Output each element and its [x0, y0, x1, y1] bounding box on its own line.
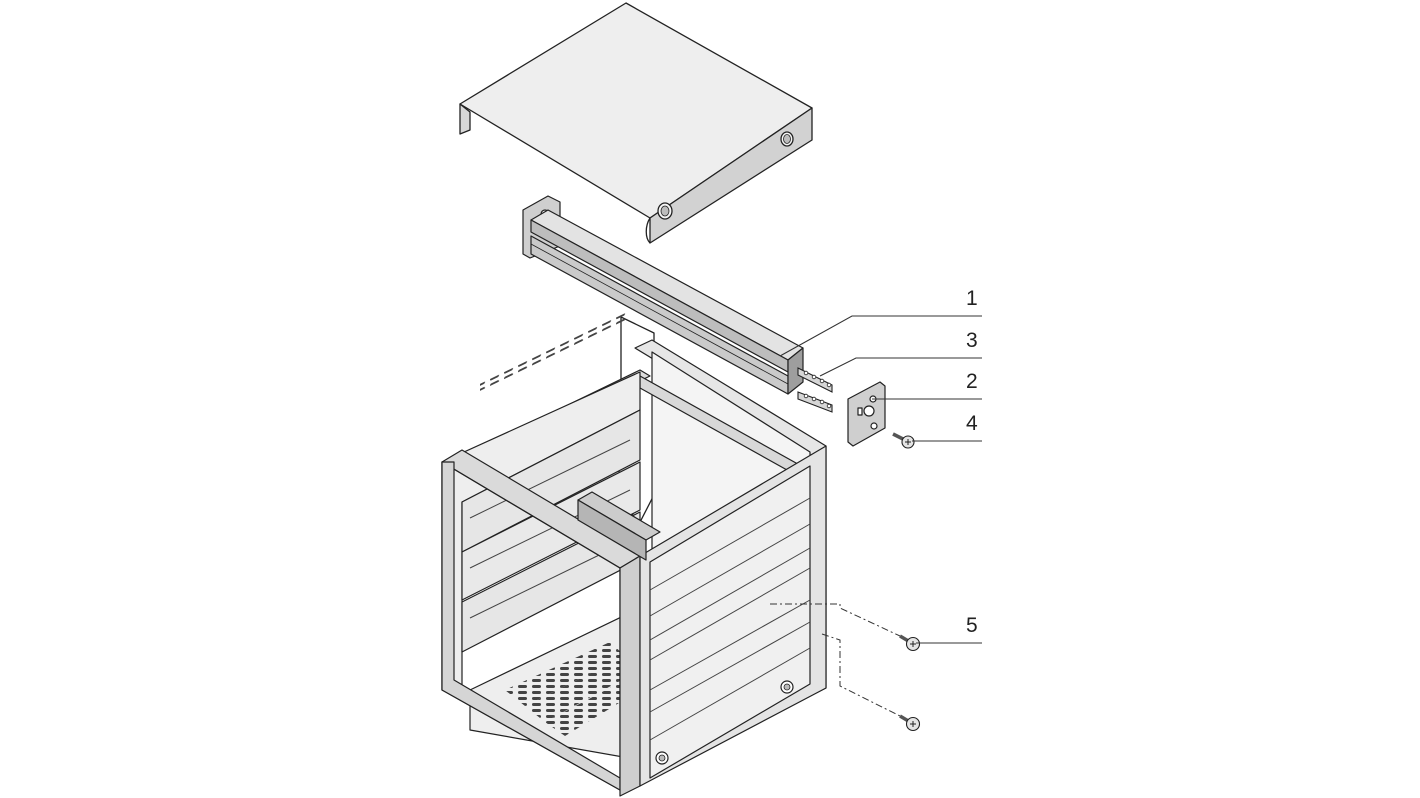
- screw-4: [892, 432, 915, 449]
- end-plate: [847, 381, 886, 447]
- callout-2: 2: [966, 370, 978, 393]
- callout-4: 4: [966, 412, 978, 435]
- leader-3: [819, 357, 982, 377]
- top-cover: [459, 2, 813, 244]
- subrack-case: [441, 310, 827, 797]
- callout-1: 1: [966, 287, 978, 310]
- leader-1: [779, 315, 982, 357]
- horizontal-rail: [522, 195, 804, 395]
- callout-5: 5: [966, 614, 978, 637]
- leader-lines: [779, 315, 982, 644]
- threaded-strip: [797, 367, 833, 413]
- callout-3: 3: [966, 329, 978, 352]
- mounting-screws: [899, 634, 921, 732]
- alignment-lines: [770, 603, 901, 717]
